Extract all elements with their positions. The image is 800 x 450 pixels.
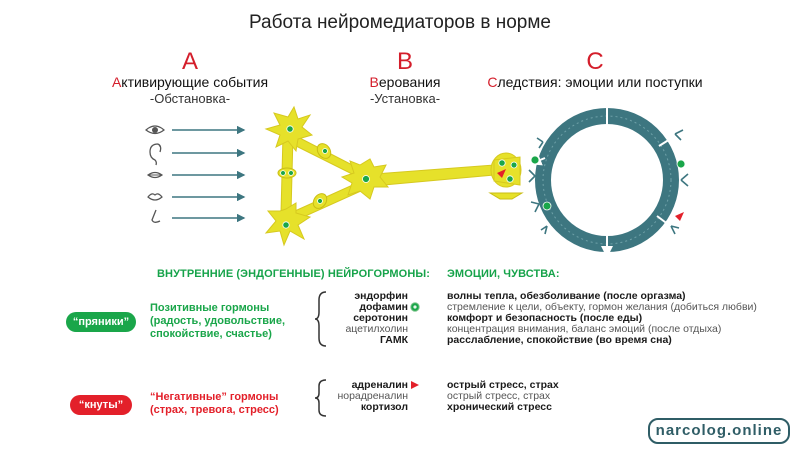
- emotion-item: комфорт и безопасность (после еды): [447, 312, 643, 324]
- hormone-item: адреналин: [351, 379, 408, 391]
- hormone-item: дофамин: [359, 301, 408, 313]
- negative-hormones: адреналин норадреналин кортизол: [318, 380, 408, 413]
- positive-description: Позитивные гормоны (радость, удовольстви…: [150, 302, 285, 340]
- positive-hormones: эндорфин дофамин серотонин ацетилхолин Г…: [318, 291, 408, 346]
- hormone-item: серотонин: [353, 312, 408, 324]
- lips-icon: [147, 193, 163, 201]
- emotion-item: расслабление, спокойствие (во время сна): [447, 334, 672, 346]
- positive-brace: [314, 291, 327, 347]
- column-b-letter: B: [396, 48, 413, 75]
- negative-brace: [314, 379, 327, 417]
- adrenaline-marker-icon: [411, 381, 419, 389]
- hormone-item: кортизол: [360, 401, 408, 413]
- hormones-section-heading: ВНУТРЕННИЕ (ЭНДОГЕННЫЕ) НЕЙРОГОРМОНЫ:: [157, 268, 430, 280]
- hormone-item: ГАМК: [379, 334, 408, 346]
- column-c-heading: Следствия: эмоции или поступки: [487, 74, 703, 90]
- positive-emotions: волны тепла, обезболивание (после оргазм…: [447, 291, 787, 346]
- hormone-item: норадреналин: [337, 390, 408, 402]
- ear-icon: [149, 143, 162, 166]
- page-title: Работа нейромедиаторов в норме: [248, 12, 552, 33]
- senses-panel: [145, 125, 246, 223]
- hormone-item: ацетилхолин: [345, 323, 408, 335]
- emotion-item: стремление к цели, объекту, гормон желан…: [447, 301, 757, 313]
- emotion-item: волны тепла, обезболивание (после оргазм…: [447, 290, 686, 302]
- eye-icon: [145, 125, 165, 135]
- receptor-ring: [528, 108, 689, 258]
- column-b-subheading: -Установка-: [369, 91, 441, 106]
- emotion-item: острый стресс, страх: [447, 390, 551, 402]
- brand-badge[interactable]: narcolog.online: [648, 418, 790, 444]
- dopamine-marker-icon: [410, 302, 420, 312]
- hormone-item: эндорфин: [354, 290, 408, 302]
- column-a-subheading: -Обстановка-: [149, 91, 231, 106]
- emotions-section-heading: ЭМОЦИИ, ЧУВСТВА:: [447, 268, 560, 280]
- positive-pill: “пряники”: [66, 312, 136, 332]
- emotion-item: концентрация внимания, баланс эмоций (по…: [447, 323, 722, 335]
- column-c-letter: C: [586, 48, 604, 75]
- emotion-item: хронический стресс: [447, 401, 552, 413]
- column-a-heading: Активирующие события: [111, 74, 269, 90]
- negative-description: “Негативные” гормоны (страх, тревога, ст…: [150, 391, 279, 416]
- mouth-icon: [146, 171, 164, 179]
- column-b-heading: Верования: [369, 74, 441, 90]
- negative-pill: “кнуты”: [70, 395, 132, 415]
- negative-emotions: острый стресс, страх острый стресс, стра…: [447, 380, 747, 413]
- neuron-network: [264, 105, 524, 247]
- emotion-item: острый стресс, страх: [447, 379, 559, 391]
- column-a-letter: A: [181, 48, 198, 75]
- nose-icon: [151, 209, 161, 223]
